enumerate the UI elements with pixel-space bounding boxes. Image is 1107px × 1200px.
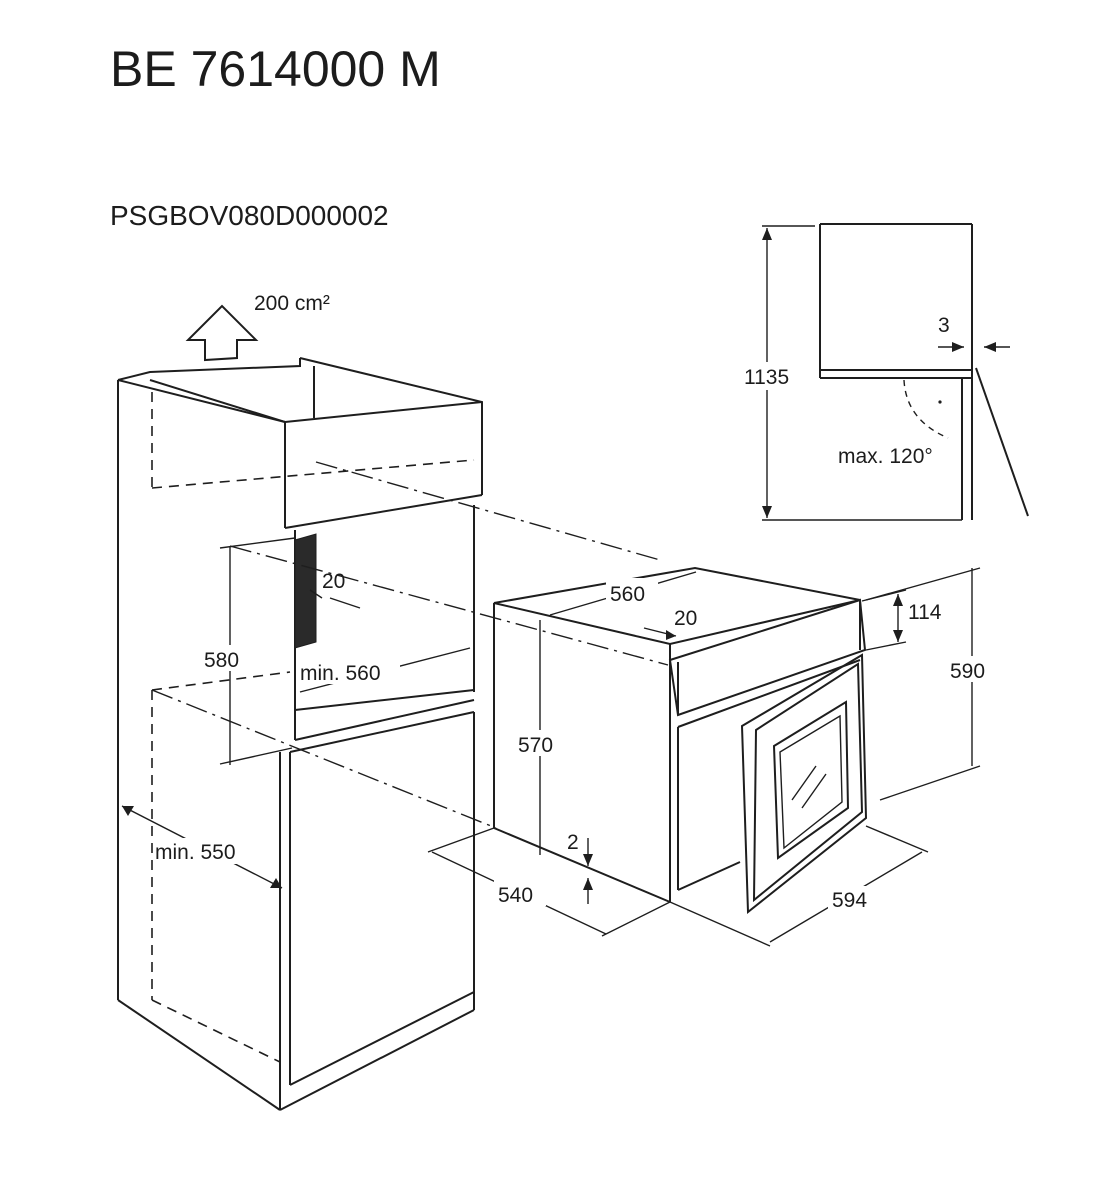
- door-clearance-label: 3: [938, 314, 950, 337]
- ventilation-arrow-icon: [185, 304, 259, 362]
- niche-height-label: 580: [204, 649, 239, 672]
- oven-panel-height-label: 114: [908, 601, 942, 624]
- door-opening-angle-label: max. 120°: [838, 445, 933, 468]
- niche-min-depth-label: min. 550: [155, 841, 236, 864]
- model-title: BE 7614000 M: [110, 41, 441, 97]
- oven-bottom-gap-label: 2: [567, 831, 579, 854]
- oven-unit: [493, 566, 868, 915]
- oven-body-height-label: 570: [518, 734, 553, 757]
- ventilation-label: 200 cm²: [254, 292, 330, 315]
- oven-total-height-label: 590: [950, 660, 985, 683]
- oven-depth-label: 540: [498, 884, 533, 907]
- oven-front-width-label: 594: [832, 889, 867, 912]
- oven-top-width-label: 560: [610, 583, 645, 606]
- door-detail-height-label: 1135: [744, 366, 789, 389]
- door-detail-section: [762, 223, 1029, 521]
- document-code: PSGBOV080D000002: [110, 200, 389, 231]
- oven-panel-offset-label: 20: [674, 607, 697, 630]
- niche-min-width-label: min. 560: [300, 662, 381, 685]
- cabinet-niche: [117, 357, 483, 1111]
- niche-gap-label: 20: [322, 570, 345, 593]
